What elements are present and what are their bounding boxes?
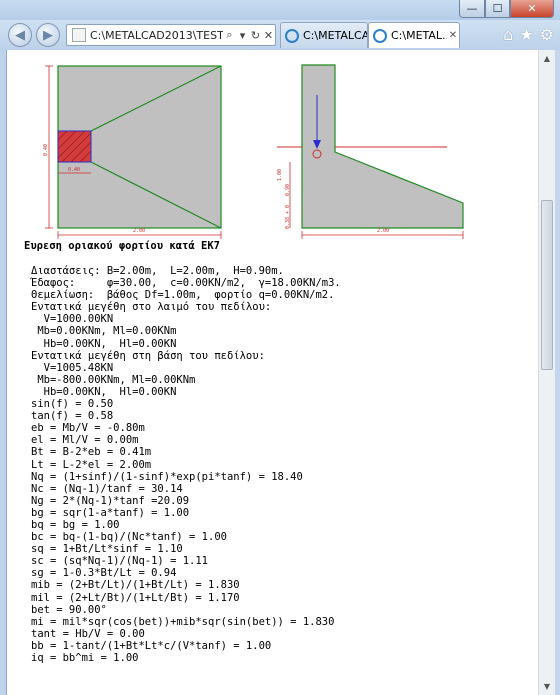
report-heading: Ευρεση οριακού φορτίου κατά ΕΚ7: [24, 240, 220, 252]
stop-icon[interactable]: ✕: [263, 28, 274, 42]
report-line: Hb=0.00KN, Hl=0.00KN: [31, 385, 177, 398]
load-point-marker: [312, 149, 322, 159]
report-line: Έδαφος: φ=30.00, c=0.00KN/m2, γ=18.00KN/…: [31, 277, 341, 290]
report-line: Bt = B-2*eb = 0.41m: [31, 446, 152, 459]
report-line: sg = 1-0.3*Bt/Lt = 0.94: [31, 567, 177, 580]
tab-label: C:\METALCA...: [303, 29, 367, 42]
report-line: Nc = (Nq-1)/tanf = 30.14: [31, 482, 183, 495]
plan-dim-width-label: 2.00: [133, 228, 145, 234]
section-dim-width-label: 2.00: [377, 228, 389, 234]
plan-column-hatch: [57, 130, 92, 163]
close-button[interactable]: ✕: [510, 0, 554, 18]
section-dim-height-label: 0.38 + 0: [285, 205, 291, 229]
tools-gear-icon[interactable]: ⚙: [539, 25, 554, 44]
plan-column: [57, 130, 92, 163]
back-button[interactable]: ◀: [8, 23, 32, 47]
vertical-scrollbar[interactable]: ▲ ▼: [538, 50, 555, 695]
window-controls: — ☐ ✕: [459, 0, 554, 18]
forward-button[interactable]: ▶: [36, 23, 60, 47]
report-line: mi = mil*sqr(cos(bet))+mib*sqr(sin(bet))…: [31, 615, 335, 628]
browser-tools: ⌂ ★ ⚙: [503, 25, 554, 44]
report-line: bq = bg = 1.00: [31, 518, 120, 531]
report-line: eb = Mb/V = -0.80m: [31, 422, 145, 435]
scroll-up-arrow-icon[interactable]: ▲: [543, 54, 551, 63]
load-arrow-head: [313, 140, 321, 149]
report-line: Mb=-800.00KNm, Ml=0.00KNm: [31, 373, 196, 386]
home-icon[interactable]: ⌂: [503, 25, 514, 44]
report-line: el = Ml/V = 0.00m: [31, 434, 139, 447]
plan-dim-column-side-label: 0.40: [43, 144, 49, 156]
minimize-icon: —: [466, 2, 478, 15]
report-line: V=1000.00KN: [31, 313, 114, 326]
report-line: sq = 1+Bt/Lt*sinf = 1.10: [31, 543, 183, 556]
section-dim-top-label: 1.00: [277, 169, 283, 181]
report-line: iq = bb^mi = 1.00: [31, 652, 139, 664]
maximize-icon: ☐: [492, 2, 503, 15]
tab-2[interactable]: C:\METAL... ✕: [368, 22, 460, 48]
minimize-button[interactable]: —: [459, 0, 485, 18]
report-line: Nq = (1+sinf)/(1-sinf)*exp(pi*tanf) = 18…: [31, 470, 303, 483]
report-line: Ng = 2*(Nq-1)*tanf =20.09: [31, 494, 190, 507]
scrollbar-thumb[interactable]: [541, 200, 553, 370]
tab-label: C:\METAL...: [391, 29, 447, 42]
section-footing: [301, 64, 464, 229]
report-line: Mb=0.00KNm, Ml=0.00KNm: [31, 325, 177, 338]
report-line: sc = (sq*Nq-1)/(Nq-1) = 1.11: [31, 555, 209, 568]
address-bar[interactable]: C:\METALCAD2013\TEST ⌕ ▾ ↻ ✕: [66, 24, 276, 46]
report-line: tan(f) = 0.58: [31, 410, 114, 423]
title-bar: — ☐ ✕: [0, 0, 560, 20]
page-icon: [72, 28, 86, 42]
report-line: Hb=0.00KN, Hl=0.00KN: [31, 337, 177, 350]
report-line: bg = sqr(1-a*tanf) = 1.00: [31, 506, 190, 519]
scroll-down-arrow-icon[interactable]: ▼: [543, 682, 551, 691]
report-line: sin(f) = 0.50: [31, 398, 114, 411]
calculation-report: Διαστάσεις: B=2.00m, L=2.00m, H=0.90m.Έδ…: [31, 265, 341, 664]
report-line: V=1005.48KN: [31, 361, 114, 374]
ie-icon: [373, 28, 387, 43]
plan-view: 2.00 0.40 0.40: [43, 65, 222, 239]
report-line: tant = Hb/V = 0.00: [31, 627, 145, 640]
report-line: Θεμελίωση: βάθος Df=1.00m, φορτίο q=0.00…: [31, 289, 335, 302]
plan-dim-column-label: 0.40: [68, 167, 80, 173]
forward-arrow-icon: ▶: [43, 27, 53, 43]
report-line: Διαστάσεις: B=2.00m, L=2.00m, H=0.90m.: [31, 265, 284, 277]
address-dropdown-icon[interactable]: ▾: [239, 28, 246, 42]
report-line: Lt = L-2*el = 2.00m: [31, 458, 152, 471]
report-line: mil = (2+Lt/Bt)/(1+Lt/Bt) = 1.170: [31, 591, 240, 604]
plan-slope-line-top: [90, 65, 222, 132]
footing-drawing: 2.00 0.40 0.40 2.00 1.00 0.90 0.38 + 0: [43, 64, 464, 239]
tab-close-icon[interactable]: ✕: [448, 30, 458, 41]
window-border: [555, 50, 560, 695]
navigation-bar: ◀ ▶ C:\METALCAD2013\TEST ⌕ ▾ ↻ ✕ C:\META…: [0, 20, 560, 50]
section-dim-total-label: 0.90: [285, 184, 291, 196]
report-line: bet = 90.00°: [31, 603, 107, 616]
report-line: bb = 1-tant/(1+Bt*Lt*c/(V*tanf) = 1.00: [31, 639, 272, 652]
address-text[interactable]: C:\METALCAD2013\TEST: [90, 28, 223, 42]
report-line: Εντατικά μεγέθη στη βάση του πεδίλου:: [31, 349, 265, 362]
maximize-button[interactable]: ☐: [485, 0, 510, 18]
page-content: 2.00 0.40 0.40 2.00 1.00 0.90 0.38 + 0: [6, 50, 538, 695]
search-icon[interactable]: ⌕: [226, 28, 233, 41]
refresh-icon[interactable]: ↻: [250, 28, 261, 42]
section-view: 2.00 1.00 0.90 0.38 + 0: [277, 64, 464, 239]
close-icon: ✕: [527, 2, 537, 15]
report-line: bc = bq-(1-bq)/(Nc*tanf) = 1.00: [31, 531, 227, 544]
tab-1[interactable]: C:\METALCA...: [280, 22, 368, 48]
plan-slope-line-bottom: [90, 161, 222, 229]
ie-icon: [285, 28, 299, 43]
report-line: mib = (2+Bt/Lt)/(1+Bt/Lt) = 1.830: [31, 579, 240, 592]
report-line: Εντατικά μεγέθη στο λαιμό του πεδίλου:: [31, 301, 272, 314]
back-arrow-icon: ◀: [15, 27, 25, 43]
favorites-star-icon[interactable]: ★: [519, 25, 534, 44]
